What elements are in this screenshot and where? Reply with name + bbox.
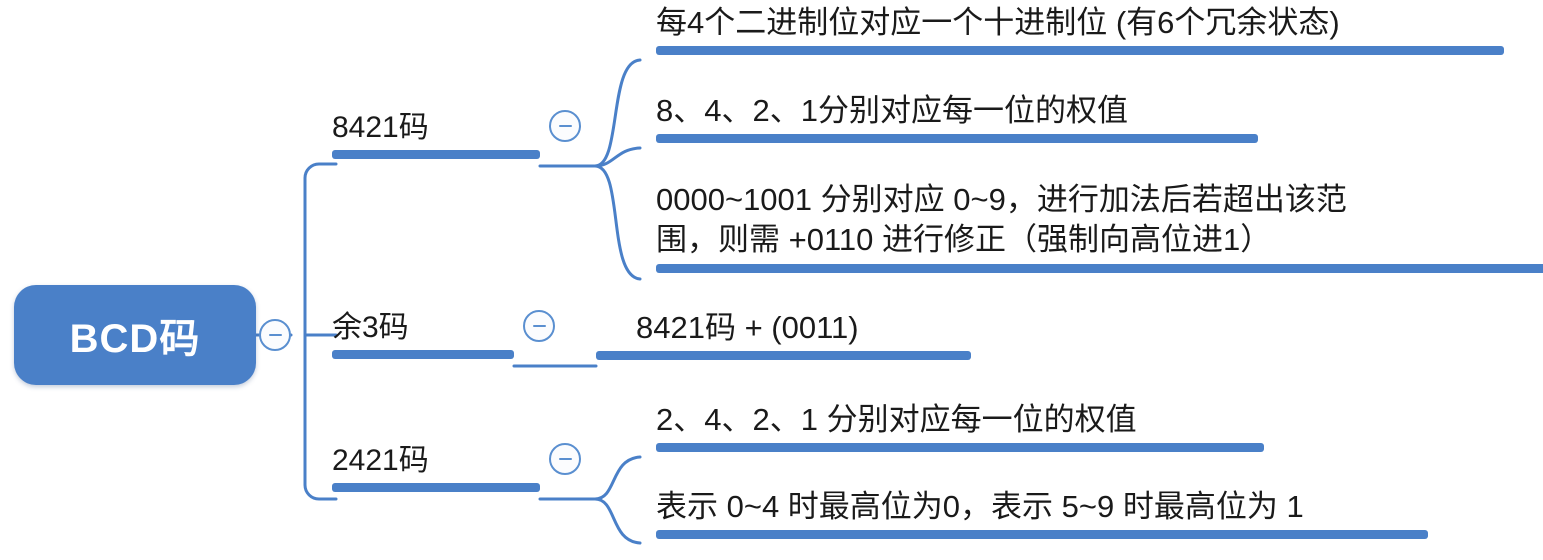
root-node[interactable]: BCD码 bbox=[14, 285, 256, 385]
leaf-underline bbox=[596, 351, 971, 361]
minus-icon bbox=[532, 324, 546, 328]
minus-icon bbox=[558, 124, 572, 128]
leaf-node-8421-2[interactable]: 8、4、2、1分别对应每一位的权值 bbox=[656, 91, 1258, 144]
branch-node-2421[interactable]: 2421码 bbox=[332, 441, 540, 492]
leaf-node-yu3-1[interactable]: 8421码 + (0011) bbox=[596, 308, 971, 361]
leaf-node-8421-1[interactable]: 每4个二进制位对应一个十进制位 (有6个冗余状态) bbox=[656, 3, 1504, 56]
branch-label-2421: 2421码 bbox=[332, 444, 429, 477]
leaf-text: 2、4、2、1 分别对应每一位的权值 bbox=[656, 402, 1137, 437]
branch-underline bbox=[332, 483, 540, 492]
branch-underline bbox=[332, 350, 514, 359]
branch-label-yu3: 余3码 bbox=[332, 311, 409, 344]
leaf-text: 8421码 + (0011) bbox=[636, 310, 859, 345]
leaf-text: 每4个二进制位对应一个十进制位 (有6个冗余状态) bbox=[656, 5, 1340, 40]
leaf-underline bbox=[656, 263, 1543, 273]
branch-collapse-toggle-2421-icon[interactable] bbox=[549, 443, 581, 475]
branch-collapse-toggle-8421-icon[interactable] bbox=[549, 110, 581, 142]
leaf-node-8421-3[interactable]: 0000~1001 分别对应 0~9，进行加法后若超出该范 围，则需 +0110… bbox=[656, 180, 1543, 273]
leaf-node-2421-1[interactable]: 2、4、2、1 分别对应每一位的权值 bbox=[656, 400, 1264, 453]
leaf-underline bbox=[656, 134, 1258, 144]
leaf-text: 0000~1001 分别对应 0~9，进行加法后若超出该范 围，则需 +0110… bbox=[656, 182, 1347, 258]
minus-icon bbox=[558, 457, 572, 461]
leaf-underline bbox=[656, 530, 1428, 540]
root-collapse-toggle-icon[interactable] bbox=[259, 319, 291, 351]
branch-node-8421[interactable]: 8421码 bbox=[332, 108, 540, 159]
leaf-text: 8、4、2、1分别对应每一位的权值 bbox=[656, 93, 1128, 128]
branch-label-8421: 8421码 bbox=[332, 111, 429, 144]
leaf-node-2421-2[interactable]: 表示 0~4 时最高位为0，表示 5~9 时最高位为 1 bbox=[656, 487, 1428, 540]
leaf-underline bbox=[656, 46, 1504, 56]
minus-icon bbox=[268, 333, 282, 337]
branch-underline bbox=[332, 150, 540, 159]
branch-node-yu3[interactable]: 余3码 bbox=[332, 308, 514, 359]
root-label: BCD码 bbox=[69, 317, 201, 361]
branch-collapse-toggle-yu3-icon[interactable] bbox=[523, 310, 555, 342]
leaf-text: 表示 0~4 时最高位为0，表示 5~9 时最高位为 1 bbox=[656, 489, 1304, 524]
leaf-underline bbox=[656, 443, 1264, 453]
